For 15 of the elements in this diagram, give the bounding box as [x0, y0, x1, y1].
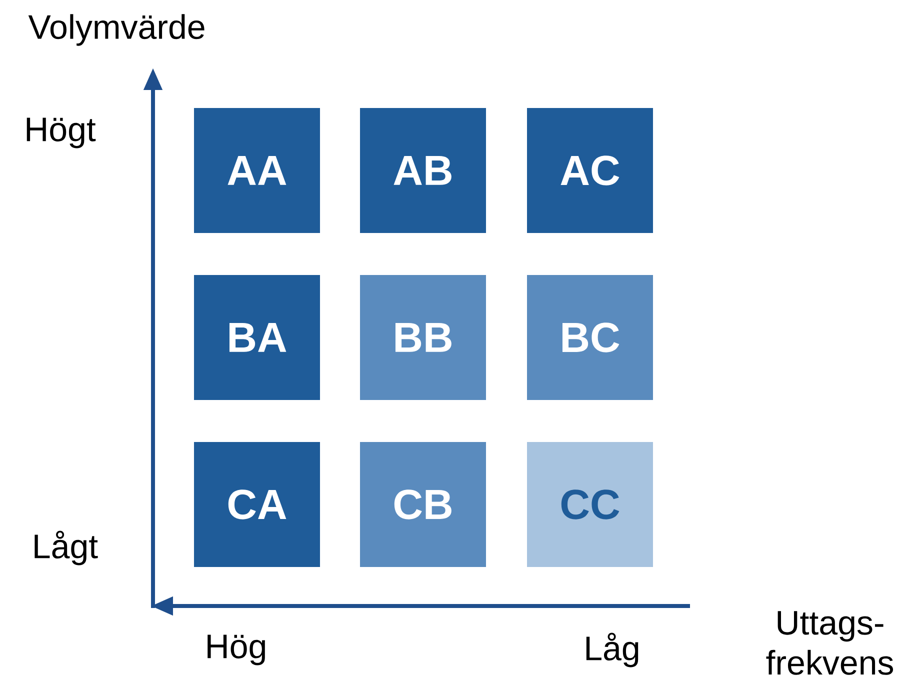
- axis-label: Lågt: [34, 530, 98, 566]
- axis-label: Låg: [586, 632, 638, 668]
- category-box: CA: [194, 442, 320, 567]
- category-box: AB: [360, 108, 486, 233]
- category-box: BB: [360, 274, 486, 400]
- category-box: AA: [194, 108, 320, 233]
- category-box: AC: [527, 108, 653, 233]
- category-box: CC: [527, 442, 653, 567]
- category-box: BA: [194, 274, 320, 400]
- axis-label: Hög: [208, 634, 265, 666]
- category-box: BC: [527, 274, 653, 400]
- axis-label: Högt: [26, 118, 96, 148]
- axis-label: Uttags- frekvens: [766, 611, 894, 675]
- axis-label: Volymvärde: [28, 14, 204, 46]
- category-box: CB: [360, 442, 486, 567]
